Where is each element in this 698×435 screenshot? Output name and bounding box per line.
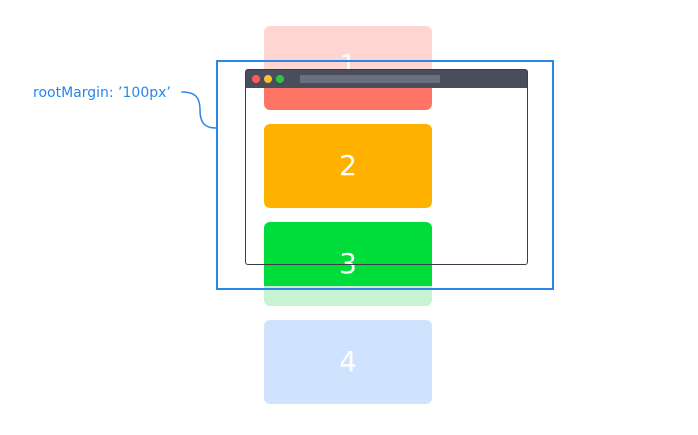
close-dot-icon [252, 75, 260, 83]
box-4-number: 4 [339, 345, 357, 378]
box-2: 2 [264, 124, 432, 208]
browser-viewport [245, 69, 528, 265]
root-margin-label: rootMargin: ’100px’ [33, 85, 171, 101]
box-3-visible-region [264, 222, 432, 286]
address-bar [300, 75, 440, 83]
box-4: 4 [264, 320, 432, 404]
maximize-dot-icon [276, 75, 284, 83]
box-2-number: 2 [339, 149, 357, 182]
box-3: 3 [264, 222, 432, 306]
box-3-faded-region [264, 286, 432, 306]
box-1-faded-region [264, 26, 432, 70]
minimize-dot-icon [264, 75, 272, 83]
browser-titlebar [246, 70, 527, 88]
label-connector-line [181, 91, 217, 129]
box-3-number: 3 [339, 247, 357, 280]
